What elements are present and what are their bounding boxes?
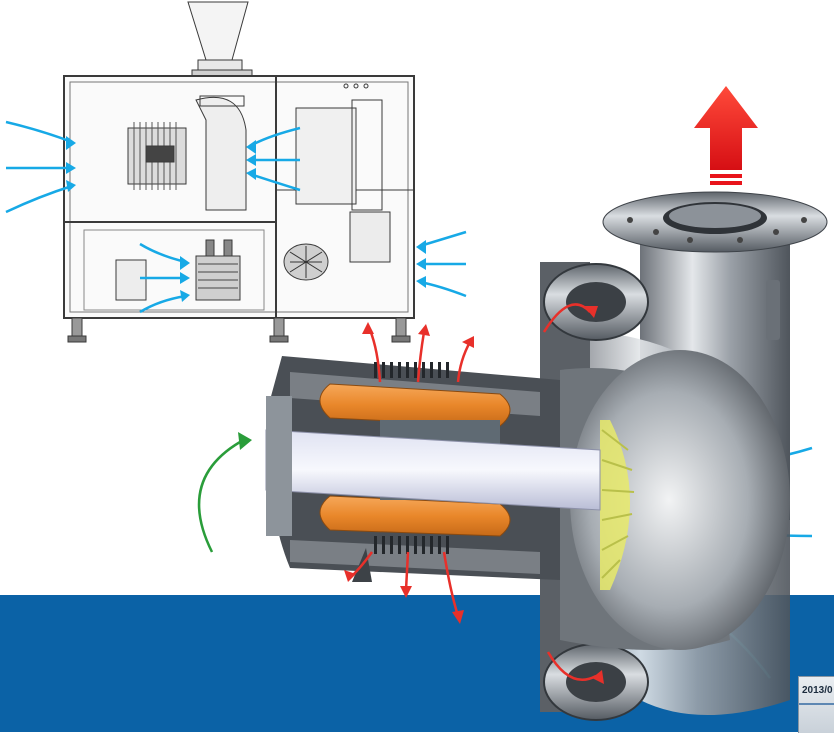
corner-stamp-line — [799, 703, 834, 705]
corner-stamp-text: 2013/0 — [802, 685, 833, 696]
machine-schematic — [63, 1, 415, 343]
volute-housing — [540, 262, 790, 721]
outlet-air-arrow — [694, 86, 758, 185]
motor-cutaway — [265, 356, 601, 582]
heat-exhaust-arrowheads — [344, 306, 604, 684]
shaft-air-arrow — [197, 432, 252, 553]
corner-stamp: 2013/0 — [798, 676, 834, 733]
